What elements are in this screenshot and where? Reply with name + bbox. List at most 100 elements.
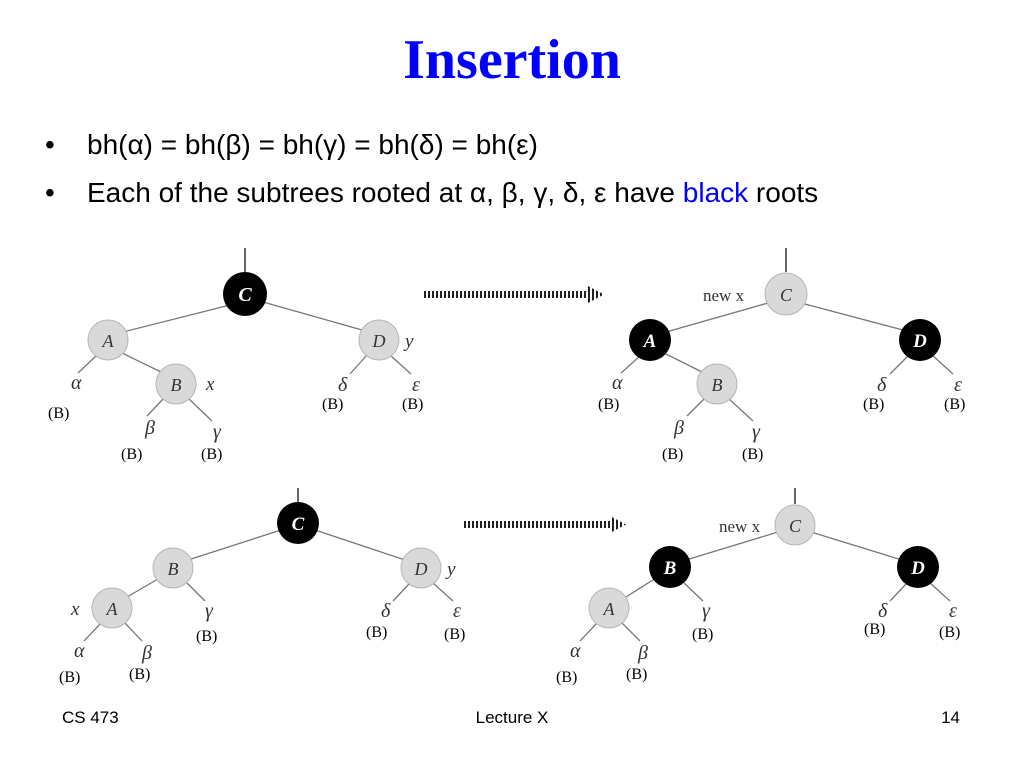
subtree-label: (B) [402, 396, 423, 413]
bullet-marker: • [45, 129, 55, 160]
node-c-red [764, 272, 808, 316]
greek-delta: δ [338, 374, 348, 396]
edge [665, 302, 769, 333]
greek-gamma: γ [205, 600, 214, 622]
footer-page-number: 14 [941, 708, 960, 727]
subtree-label: (B) [692, 626, 713, 643]
bullet-list: • bh(α) = bh(β) = bh(γ) = bh(δ) = bh(ε) … [45, 128, 818, 224]
greek-gamma: γ [213, 421, 222, 443]
case-2-before: C B A D x y γ α β δ ε [70, 488, 461, 664]
subtree-label: (B) [121, 446, 142, 463]
greek-delta: δ [381, 600, 391, 622]
arrow-shaft [424, 291, 590, 298]
edge [389, 354, 412, 375]
new-x-label: new x [719, 517, 761, 536]
node-c-label: C [789, 516, 802, 536]
arrow-head [588, 286, 604, 303]
subtree-label: (B) [944, 396, 965, 413]
greek-delta: δ [878, 600, 888, 622]
node-c-red [774, 504, 816, 546]
node-a-black [629, 319, 671, 361]
bullet-marker: • [45, 177, 55, 208]
edge [262, 301, 363, 331]
case-2-after: C B A D new x γ α β δ ε [570, 488, 957, 664]
edge [83, 621, 103, 642]
node-c-black [277, 502, 319, 544]
node-d-label: D [414, 559, 428, 579]
greek-epsilon: ε [453, 600, 461, 622]
footer-course: CS 473 [62, 708, 119, 727]
bullet-text: Each of the subtrees rooted at α, β, γ, … [87, 177, 683, 208]
edge [579, 621, 599, 642]
subtree-label: (B) [556, 669, 577, 686]
edge [123, 621, 143, 642]
x-label: x [205, 374, 215, 395]
node-a-label: A [603, 599, 616, 619]
subtree-label: (B) [742, 446, 763, 463]
arrow-head [610, 516, 626, 533]
edge [620, 621, 641, 642]
y-label: y [445, 559, 456, 580]
edge [800, 302, 904, 331]
edge [625, 577, 657, 598]
node-d-red [358, 319, 400, 361]
edge [683, 582, 704, 602]
node-a-label: A [643, 331, 657, 352]
new-x-label: new x [703, 286, 745, 305]
greek-epsilon: ε [954, 374, 962, 396]
edge [187, 397, 213, 422]
case-2-after-subtree-labels: (B) (B) (B) (B) (B) [556, 621, 960, 686]
greek-alpha: α [71, 372, 82, 394]
edge [314, 529, 406, 561]
node-c-label: C [238, 284, 252, 306]
edge [889, 582, 908, 602]
bullet-item: • Each of the subtrees rooted at α, β, γ… [45, 176, 818, 224]
edge [889, 354, 910, 375]
edge [77, 355, 97, 374]
node-b-red [155, 363, 197, 405]
node-c-label: C [292, 514, 305, 535]
subtree-label: (B) [201, 446, 222, 463]
node-b-black [649, 546, 691, 588]
bullet-item: • bh(α) = bh(β) = bh(γ) = bh(δ) = bh(ε) [45, 128, 818, 176]
node-d-label: D [910, 558, 925, 579]
node-c-black [223, 272, 267, 316]
node-a-label: A [106, 599, 119, 619]
subtree-label: (B) [598, 396, 619, 413]
edge [122, 304, 231, 333]
greek-epsilon: ε [412, 374, 420, 396]
edge [186, 582, 206, 602]
transform-arrow-1 [424, 286, 604, 303]
subtree-label: (B) [59, 669, 80, 686]
edge [931, 354, 954, 375]
footer-lecture: Lecture X [475, 708, 549, 727]
node-c-label: C [780, 285, 793, 305]
arrow-shaft [462, 521, 612, 528]
greek-epsilon: ε [949, 600, 957, 622]
bullet-text-tail: roots [748, 177, 819, 208]
greek-gamma: γ [702, 600, 711, 622]
slide-title: Insertion [403, 29, 621, 91]
case-1-after: C A B D new x α β γ δ ε [612, 248, 962, 443]
node-d-red [400, 547, 442, 589]
subtree-label: (B) [366, 624, 387, 641]
edge [929, 582, 951, 602]
greek-gamma: γ [752, 421, 761, 443]
y-label: y [403, 331, 414, 352]
case-2-before-subtree-labels: (B) (B) (B) (B) (B) [59, 624, 465, 686]
highlight-black: black [682, 177, 749, 208]
edge [685, 531, 779, 561]
bullet-text: bh(α) = bh(β) = bh(γ) = bh(δ) = bh(ε) [87, 129, 538, 160]
greek-beta: β [637, 642, 648, 664]
case-1-before-subtree-labels: (B) (B) (B) (B) (B) [48, 396, 423, 463]
node-a-red [91, 587, 133, 629]
subtree-label: (B) [48, 405, 69, 422]
edge [727, 397, 754, 422]
node-a-red [87, 319, 129, 361]
edge [187, 529, 282, 561]
subtree-label: (B) [939, 624, 960, 641]
greek-alpha: α [570, 640, 581, 662]
node-b-red [696, 363, 738, 405]
x-label: x [70, 599, 80, 620]
